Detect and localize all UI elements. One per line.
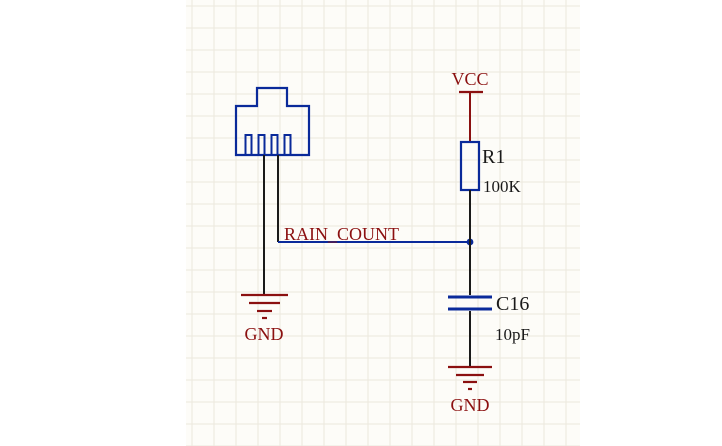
sheet-area <box>186 0 580 446</box>
ground-symbol-icon[interactable] <box>448 365 492 391</box>
r1-value: 100K <box>483 177 522 196</box>
capacitor-icon[interactable] <box>448 295 492 311</box>
power-port-icon[interactable] <box>459 90 483 108</box>
ground-symbol-icon[interactable] <box>241 293 288 320</box>
net-label-rain-count: RAIN_COUNT <box>284 224 399 244</box>
connector-pin-4 <box>283 134 292 156</box>
gnd-label-right: GND <box>451 395 490 415</box>
c16-designator: C16 <box>496 293 529 315</box>
r1-designator: R1 <box>482 146 505 168</box>
connector-pin-3 <box>270 134 279 156</box>
4-pin-connector-icon[interactable] <box>234 86 311 157</box>
c16-value: 10pF <box>495 325 530 344</box>
connector-pin-2 <box>257 134 266 156</box>
connector-pin-1 <box>244 134 253 156</box>
snap-grid <box>186 0 580 446</box>
gnd-label-left: GND <box>245 324 284 344</box>
vcc-label: VCC <box>451 69 488 89</box>
